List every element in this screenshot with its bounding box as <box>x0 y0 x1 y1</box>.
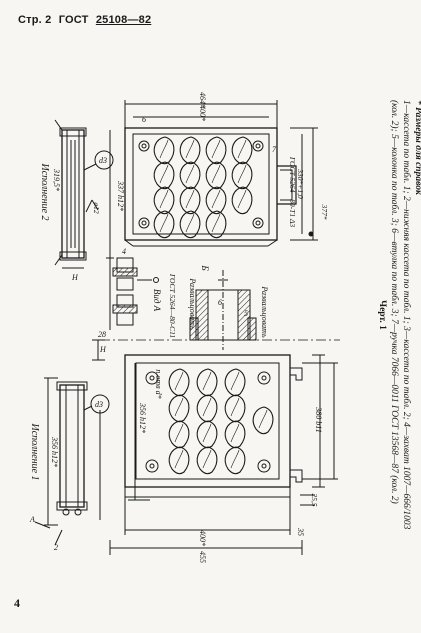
leader-2: 2 <box>54 543 58 552</box>
dim-d3-top: d3 <box>99 156 107 165</box>
page-label: Стр. 2 <box>18 14 52 26</box>
parts-legend: 1—кассета по табл. 1; 2—нижняя кассета п… <box>389 100 411 530</box>
dim-35: 35 <box>296 527 305 536</box>
dim-h: H <box>99 345 107 354</box>
dim-6: 6 <box>142 115 146 124</box>
label-unfold-right: Развальцовать <box>260 285 269 338</box>
leader-7: 7 <box>272 145 277 154</box>
page-number: 4 <box>14 596 20 610</box>
dim-337-h12: 337 h12* <box>116 180 125 211</box>
dim-28: 28 <box>98 330 106 339</box>
side-profile-variant-1 <box>34 339 110 546</box>
dim-380-b11: 380 b11 <box>314 406 323 432</box>
dim-330: 330*+1,0 <box>296 168 305 199</box>
leader-a: A <box>29 515 35 524</box>
dim-356-h12-a: 356 h12* <box>50 436 59 467</box>
label-unfold-left: Развальцовать <box>188 277 197 330</box>
dim-377: 377* <box>320 204 329 220</box>
dim-356-h12-b: 356 h12* <box>138 402 147 433</box>
dim-h-top: H <box>71 273 79 282</box>
dim-25-5: 25,5 <box>310 493 319 506</box>
reference-note: * Размеры для справок <box>413 100 421 195</box>
leader-4: 4 <box>122 247 126 256</box>
standard-number: 25108—82 <box>95 14 152 26</box>
page-header: Стр. 2 ГОСТ 25108—82 <box>18 14 155 26</box>
label-section-b: Б <box>200 264 210 271</box>
leader-6: 6 <box>218 298 222 307</box>
figure-number: Черт. 1 <box>377 300 387 330</box>
label-variant-2: Исполнение 2 <box>39 162 50 220</box>
label-variant-1: Исполнение 1 <box>29 422 40 480</box>
dim-319: 319,5* <box>52 168 61 191</box>
dim-464: 464* <box>198 92 207 108</box>
side-profile-variant-2 <box>54 119 114 269</box>
dim-400-top: 400* <box>198 105 207 121</box>
dim-400-bottom: 400* <box>198 530 207 546</box>
dim-gost-2: ГОСТ 5264—80-Т1 Δ3 <box>288 156 297 227</box>
cassette-plan-top <box>124 100 318 247</box>
standard-code: ГОСТ <box>58 14 89 26</box>
label-view-a: Вид А <box>152 289 162 312</box>
dim-n-otv: n отв d* <box>154 369 163 398</box>
view-a-detail <box>106 257 159 330</box>
dim-o12: ø12 <box>92 201 101 214</box>
dim-455: 455 <box>198 551 207 563</box>
dim-d3-bottom: d3 <box>95 400 103 409</box>
dim-gost-1: ГОСТ 5264—80-С11 <box>168 273 177 338</box>
cassette-plan-bottom <box>109 354 338 555</box>
leader-5: 5 <box>244 309 248 318</box>
figure-caption: * Размеры для справок 1—кассета по табл.… <box>352 100 421 530</box>
